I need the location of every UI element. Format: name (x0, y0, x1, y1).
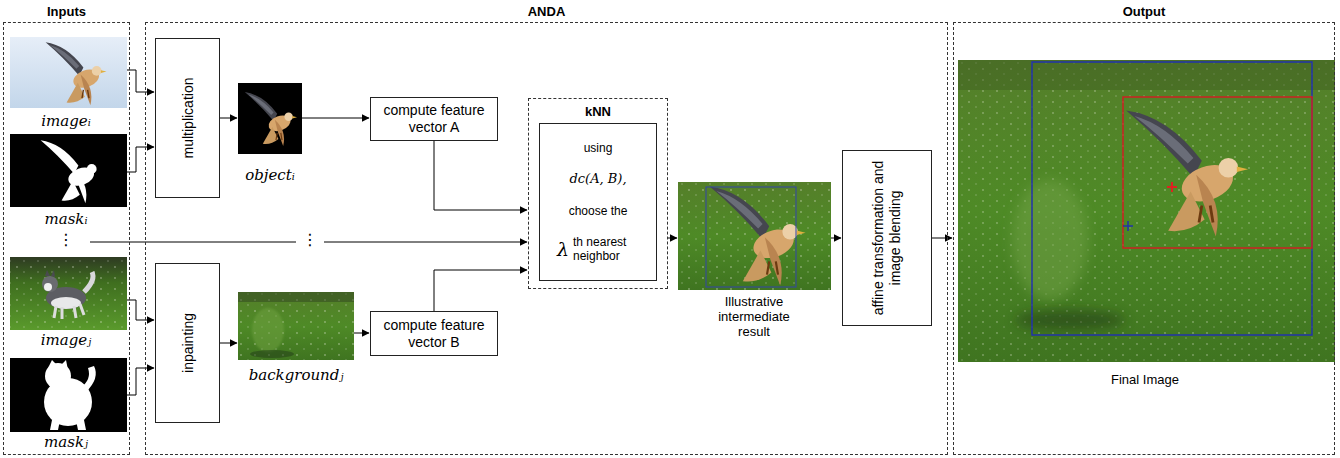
box-label: affine transformation and image blending (870, 157, 904, 319)
lambda-symbol: λ (557, 238, 569, 260)
image-caption: imageⱼ (11, 332, 121, 349)
box-label: multiplication (179, 45, 196, 191)
ellipsis-mark: ⋮ (295, 231, 325, 249)
rule-box: using dc(A, B), choose the λth nearest neig… (539, 123, 657, 281)
process-box: compute feature vector A (370, 97, 498, 141)
box-label: compute feature vector A (377, 102, 491, 136)
connector-arrow (434, 270, 527, 311)
caption-text: Final Image (1075, 372, 1215, 387)
image-caption: backgroundⱼ (231, 367, 361, 384)
image-caption: imageᵢ (11, 113, 121, 130)
method-panel: ANDAmultiplicationcompute feature vector… (145, 22, 948, 455)
panel-title: Inputs (4, 4, 129, 19)
caption-text: Illustrative intermediate result (702, 294, 806, 339)
image-caption: maskⱼ (11, 434, 121, 451)
image-caption: maskᵢ (11, 211, 121, 228)
process-box: affine transformation and image blending (842, 150, 932, 326)
rule-text: choose the (569, 204, 628, 218)
ellipsis-mark: ⋮ (51, 231, 81, 249)
panel-title: ANDA (146, 4, 947, 19)
process-box: multiplication (155, 38, 220, 198)
rule-text: th nearest neighbor (573, 235, 639, 263)
rule-row: λth nearest neighbor (557, 235, 639, 263)
knn-group: kNN using dc(A, B), choose the λth nearest n… (528, 98, 668, 289)
output-panel: Output (953, 22, 1335, 455)
group-title: kNN (529, 104, 667, 119)
connector-arrow (434, 141, 527, 210)
rule-text: using (584, 141, 613, 155)
process-box: compute feature vector B (370, 311, 498, 356)
process-box: inpainting (155, 263, 220, 423)
box-label: inpainting (179, 270, 196, 416)
distance-formula: dc(A, B), (569, 172, 626, 186)
image-caption: objectᵢ (215, 167, 325, 184)
panel-title: Output (954, 4, 1334, 19)
box-label: compute feature vector B (377, 317, 491, 351)
connector-arrow (932, 238, 952, 239)
